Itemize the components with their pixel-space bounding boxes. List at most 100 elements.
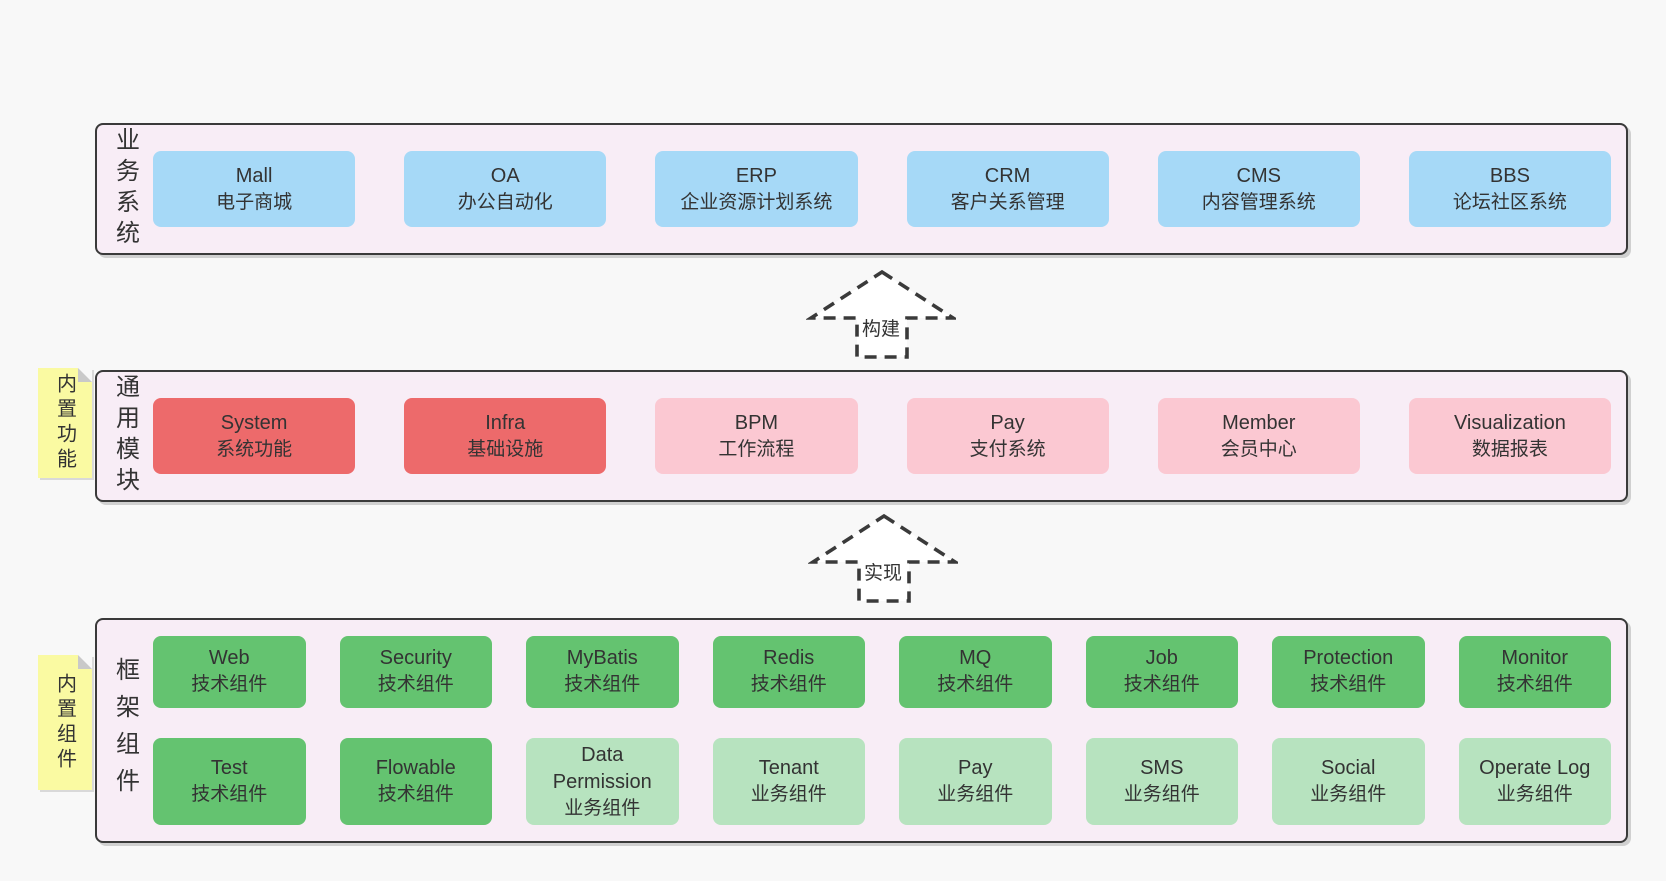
band-framework-components: 框架组件 Web 技术组件 Security 技术组件 MyBatis 技术组件… <box>95 618 1628 843</box>
box-flowable: Flowable 技术组件 <box>339 737 492 826</box>
box-pay-component: Pay 业务组件 <box>899 737 1052 826</box>
box-redis: Redis 技术组件 <box>712 635 865 708</box>
box-title: BBS <box>1489 164 1530 187</box>
box-subtitle: 数据报表 <box>1471 438 1548 460</box>
box-title: Pay <box>990 411 1025 434</box>
box-subtitle: 技术组件 <box>1123 674 1200 696</box>
box-erp: ERP 企业资源计划系统 <box>655 151 858 227</box>
box-title: CMS <box>1236 164 1281 187</box>
arrow-build: 构建 <box>806 268 956 360</box>
box-subtitle: 技术组件 <box>564 674 641 696</box>
box-subtitle: 技术组件 <box>937 674 1014 696</box>
box-member: Member 会员中心 <box>1157 398 1360 474</box>
box-title: ERP <box>735 164 777 187</box>
framework-components-grid: Web 技术组件 Security 技术组件 MyBatis 技术组件 Redi… <box>153 620 1626 841</box>
box-subtitle: 基础设施 <box>467 438 544 460</box>
box-title: Monitor <box>1501 647 1569 670</box>
box-mq: MQ 技术组件 <box>899 635 1052 708</box>
box-subtitle: 工作流程 <box>718 438 795 460</box>
box-web: Web 技术组件 <box>153 635 306 708</box>
box-title: Pay <box>958 757 993 780</box>
box-title: Flowable <box>375 757 456 780</box>
box-title: Redis <box>763 647 815 670</box>
box-subtitle: 业务组件 <box>1310 784 1387 806</box>
box-title: MQ <box>959 647 992 670</box>
box-subtitle: 客户关系管理 <box>950 191 1065 213</box>
box-title: Web <box>208 647 250 670</box>
box-title: Data Permission <box>552 743 652 793</box>
band-label-business-systems: 业务系统 <box>97 125 153 253</box>
box-subtitle: 支付系统 <box>969 438 1046 460</box>
box-subtitle: 业务组件 <box>1496 784 1573 806</box>
box-title: Visualization <box>1453 411 1566 434</box>
sticky-built-in-components: 内置组件 <box>38 655 92 790</box>
box-title: MyBatis <box>566 647 638 670</box>
box-visualization: Visualization 数据报表 <box>1408 398 1611 474</box>
box-job: Job 技术组件 <box>1085 635 1238 708</box>
box-operate-log: Operate Log 业务组件 <box>1458 737 1611 826</box>
box-pay-system: Pay 支付系统 <box>906 398 1109 474</box>
box-title: Security <box>379 647 452 670</box>
box-title: BPM <box>734 411 779 434</box>
box-subtitle: 技术组件 <box>1310 674 1387 696</box>
band-common-modules: 通用模块 System 系统功能 Infra 基础设施 BPM 工作流程 Pay… <box>95 370 1628 502</box>
box-title: System <box>220 411 288 434</box>
box-title: Infra <box>485 411 526 434</box>
box-subtitle: 业务组件 <box>564 797 641 819</box>
business-systems-grid: Mall 电子商城 OA 办公自动化 ERP 企业资源计划系统 CRM 客户关系… <box>153 125 1626 253</box>
box-title: Job <box>1145 647 1178 670</box>
box-subtitle: 办公自动化 <box>457 191 553 213</box>
band-label-text: 框架组件 <box>111 656 139 805</box>
box-subtitle: 技术组件 <box>377 674 454 696</box>
box-mall: Mall 电子商城 <box>153 151 356 227</box>
box-title: SMS <box>1140 757 1184 780</box>
box-bbs: BBS 论坛社区系统 <box>1408 151 1611 227</box>
box-title: Operate Log <box>1479 757 1591 780</box>
box-subtitle: 技术组件 <box>1496 674 1573 696</box>
box-title: Protection <box>1303 647 1394 670</box>
box-title: Member <box>1222 411 1296 434</box>
box-title: Tenant <box>758 757 819 780</box>
band-label-text: 通用模块 <box>111 374 139 498</box>
box-title: Test <box>210 757 248 780</box>
box-data-permission: Data Permission 业务组件 <box>526 737 679 826</box>
box-title: Social <box>1321 757 1376 780</box>
box-social: Social 业务组件 <box>1272 737 1425 826</box>
band-label-text: 业务系统 <box>111 127 139 251</box>
arrow-implement: 实现 <box>808 512 958 604</box>
box-system: System 系统功能 <box>153 398 356 474</box>
box-subtitle: 内容管理系统 <box>1201 191 1316 213</box>
box-test: Test 技术组件 <box>153 737 306 826</box>
arrow-build-label: 构建 <box>858 314 904 341</box>
box-subtitle: 业务组件 <box>937 784 1014 806</box>
box-subtitle: 电子商城 <box>216 191 293 213</box>
box-monitor: Monitor 技术组件 <box>1458 635 1611 708</box>
box-tenant: Tenant 业务组件 <box>712 737 865 826</box>
band-business-systems: 业务系统 Mall 电子商城 OA 办公自动化 ERP 企业资源计划系统 CRM… <box>95 123 1628 255</box>
box-crm: CRM 客户关系管理 <box>906 151 1109 227</box>
band-label-framework-components: 框架组件 <box>97 620 153 841</box>
box-subtitle: 技术组件 <box>191 784 268 806</box>
box-infra: Infra 基础设施 <box>404 398 607 474</box>
band-label-common-modules: 通用模块 <box>97 372 153 500</box>
common-modules-grid: System 系统功能 Infra 基础设施 BPM 工作流程 Pay 支付系统… <box>153 372 1626 500</box>
box-oa: OA 办公自动化 <box>404 151 607 227</box>
box-subtitle: 业务组件 <box>750 784 827 806</box>
box-title: OA <box>490 164 520 187</box>
box-bpm: BPM 工作流程 <box>655 398 858 474</box>
box-subtitle: 论坛社区系统 <box>1452 191 1567 213</box>
box-subtitle: 技术组件 <box>750 674 827 696</box>
box-cms: CMS 内容管理系统 <box>1157 151 1360 227</box>
sticky-built-in-features: 内置功能 <box>38 368 92 478</box>
box-protection: Protection 技术组件 <box>1272 635 1425 708</box>
box-sms: SMS 业务组件 <box>1085 737 1238 826</box>
sticky-text: 内置功能 <box>53 373 76 473</box>
box-subtitle: 业务组件 <box>1123 784 1200 806</box>
box-subtitle: 企业资源计划系统 <box>680 191 833 213</box>
arrow-implement-label: 实现 <box>860 558 906 585</box>
box-security: Security 技术组件 <box>339 635 492 708</box>
box-subtitle: 技术组件 <box>377 784 454 806</box>
box-title: CRM <box>984 164 1031 187</box>
box-subtitle: 会员中心 <box>1220 438 1297 460</box>
